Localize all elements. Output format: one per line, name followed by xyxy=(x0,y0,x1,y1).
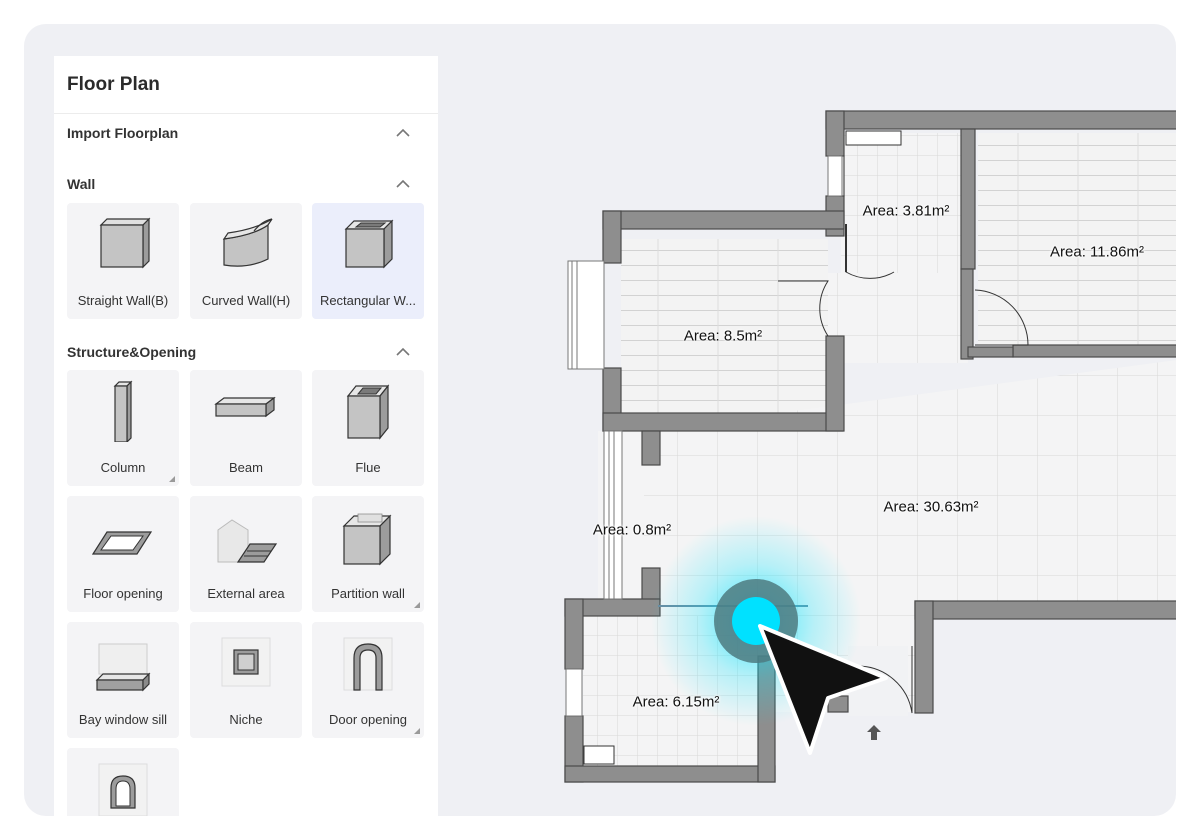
tool-label: Column xyxy=(100,460,146,475)
column-icon xyxy=(113,380,133,442)
tool-door-opening[interactable]: Door opening xyxy=(312,622,424,738)
tool-label: Partition wall xyxy=(331,586,405,601)
tool-partition-wall[interactable]: Partition wall xyxy=(312,496,424,612)
panel-divider xyxy=(54,113,438,114)
door-opening-icon xyxy=(343,637,393,691)
floor-plan-drawing xyxy=(564,110,1176,783)
floor-opening-icon xyxy=(91,531,153,555)
flue-icon xyxy=(346,384,390,440)
tool-flue[interactable]: Flue xyxy=(312,370,424,486)
submenu-indicator xyxy=(414,728,420,734)
floor-plan-panel: Floor Plan Import Floorplan Wall Straigh… xyxy=(54,56,438,816)
arch-window-icon xyxy=(98,763,148,816)
bedroom-2-floor xyxy=(621,239,828,416)
tool-label: Niche xyxy=(229,712,263,727)
straight-wall-icon xyxy=(99,217,151,269)
section-structure-opening[interactable]: Structure&Opening xyxy=(67,344,197,360)
tool-floor-opening[interactable]: Floor opening xyxy=(67,496,179,612)
area-label-living-room: Area: 30.63m² xyxy=(883,498,979,516)
curved-wall-icon xyxy=(222,218,273,267)
tool-external-area[interactable]: External area xyxy=(190,496,302,612)
submenu-indicator xyxy=(169,476,175,482)
tool-label: Flue xyxy=(355,460,381,475)
tool-beam[interactable]: Beam xyxy=(190,370,302,486)
beam-icon xyxy=(214,396,276,418)
bay-window-sill-icon xyxy=(95,643,151,692)
floor-plan-canvas[interactable]: Area: 3.81m² Area: 11.86m² Area: 8.5m² A… xyxy=(438,56,1176,816)
tool-label: Floor opening xyxy=(83,586,163,601)
bathroom-floor xyxy=(841,133,962,273)
tool-arch-window[interactable] xyxy=(67,748,179,816)
partition-wall-icon xyxy=(342,513,392,566)
area-label-bathroom: Area: 3.81m² xyxy=(862,202,950,220)
tool-label: Curved Wall(H) xyxy=(201,293,291,308)
section-wall[interactable]: Wall xyxy=(67,176,96,192)
rectangular-wall-icon xyxy=(344,219,394,269)
pointer-cursor-icon xyxy=(758,624,888,755)
entrance-arrow-icon xyxy=(867,725,881,740)
bedroom-1-floor xyxy=(978,133,1176,345)
tool-label: Rectangular W... xyxy=(319,293,417,308)
tool-niche[interactable]: Niche xyxy=(190,622,302,738)
walls xyxy=(564,110,1176,783)
tool-label: Straight Wall(B) xyxy=(77,293,169,308)
tool-curved-wall[interactable]: Curved Wall(H) xyxy=(190,203,302,319)
windows xyxy=(565,130,902,765)
tool-straight-wall[interactable]: Straight Wall(B) xyxy=(67,203,179,319)
area-label-bedroom-1: Area: 11.86m² xyxy=(1050,243,1144,261)
tool-label: Beam xyxy=(229,460,263,475)
chevron-up-icon[interactable] xyxy=(396,128,410,138)
tool-bay-window-sill[interactable]: Bay window sill xyxy=(67,622,179,738)
tool-label: Door opening xyxy=(328,712,408,727)
area-label-kitchen: Area: 6.15m² xyxy=(632,693,720,711)
external-area-icon xyxy=(217,519,278,563)
panel-title: Floor Plan xyxy=(67,74,160,95)
section-import-floorplan[interactable]: Import Floorplan xyxy=(67,125,179,141)
app-window: Floor Plan Import Floorplan Wall Straigh… xyxy=(24,24,1176,816)
chevron-up-icon[interactable] xyxy=(396,347,410,357)
tool-column[interactable]: Column xyxy=(67,370,179,486)
chevron-up-icon[interactable] xyxy=(396,179,410,189)
tool-label: External area xyxy=(207,586,285,601)
tool-rectangular-wall[interactable]: Rectangular W... xyxy=(312,203,424,319)
area-label-bedroom-2: Area: 8.5m² xyxy=(683,327,763,345)
tool-label: Bay window sill xyxy=(78,712,168,727)
submenu-indicator xyxy=(414,602,420,608)
area-label-balcony: Area: 0.8m² xyxy=(592,521,672,539)
niche-icon xyxy=(221,637,271,687)
